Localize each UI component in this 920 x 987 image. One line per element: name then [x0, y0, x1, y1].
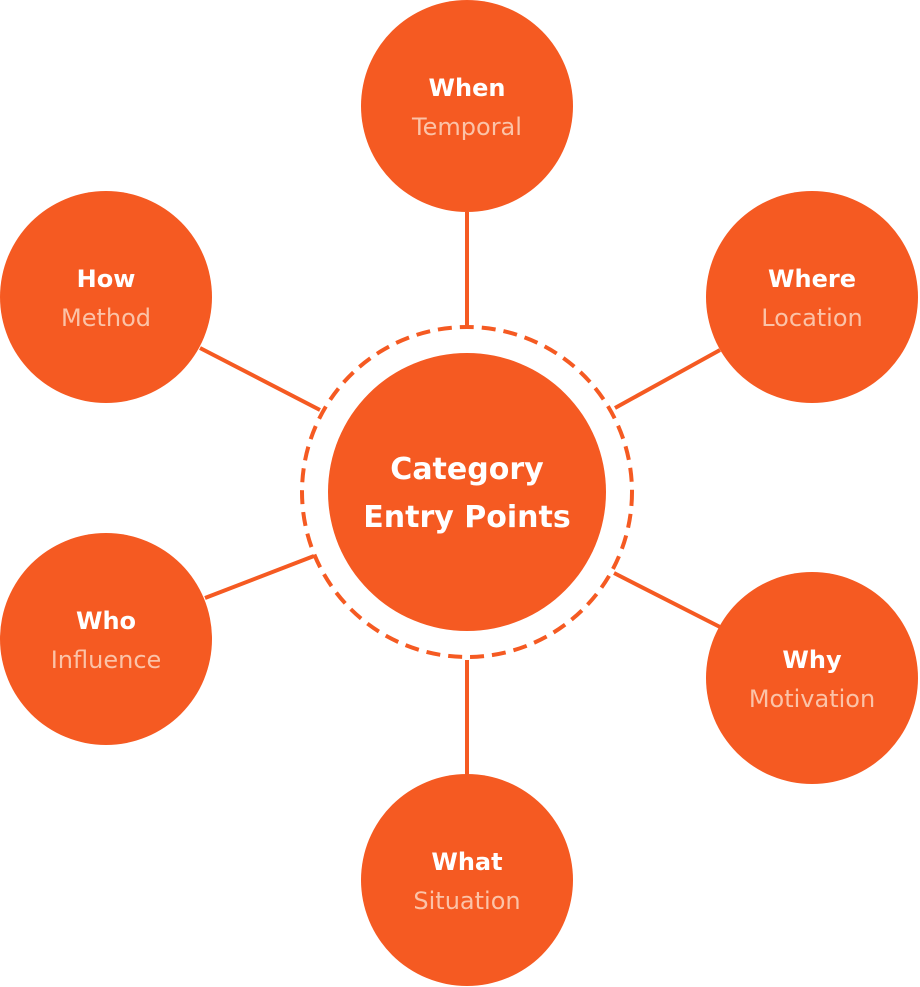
- node-where-title: Where: [768, 265, 856, 293]
- connector-where: [614, 348, 721, 410]
- node-when-title: When: [429, 74, 506, 102]
- node-where-subtitle: Location: [761, 304, 863, 332]
- connector-how: [199, 346, 321, 412]
- node-why-circle: [706, 572, 918, 784]
- node-where: Where Location: [706, 191, 918, 403]
- node-why-title: Why: [782, 646, 842, 674]
- node-how-subtitle: Method: [61, 304, 151, 332]
- node-who-subtitle: Influence: [51, 646, 162, 674]
- node-where-circle: [706, 191, 918, 403]
- node-what-circle: [361, 774, 573, 986]
- node-who-circle: [0, 533, 212, 745]
- center-circle: [328, 353, 606, 631]
- connector-why: [613, 571, 721, 629]
- node-when-subtitle: Temporal: [411, 113, 522, 141]
- node-when: When Temporal: [361, 0, 573, 212]
- node-what-title: What: [431, 848, 502, 876]
- node-what-subtitle: Situation: [413, 887, 520, 915]
- node-what: What Situation: [361, 774, 573, 986]
- center-dashed-ring: [300, 325, 634, 659]
- node-how-title: How: [77, 265, 136, 293]
- node-who: Who Influence: [0, 533, 212, 745]
- center-title-line1: Category: [390, 452, 544, 487]
- node-when-circle: [361, 0, 573, 212]
- center-title-line2: Entry Points: [363, 500, 570, 535]
- node-why: Why Motivation: [706, 572, 918, 784]
- node-how-circle: [0, 191, 212, 403]
- node-how: How Method: [0, 191, 212, 403]
- connector-who: [204, 554, 315, 600]
- node-why-subtitle: Motivation: [749, 685, 875, 713]
- node-who-title: Who: [76, 607, 136, 635]
